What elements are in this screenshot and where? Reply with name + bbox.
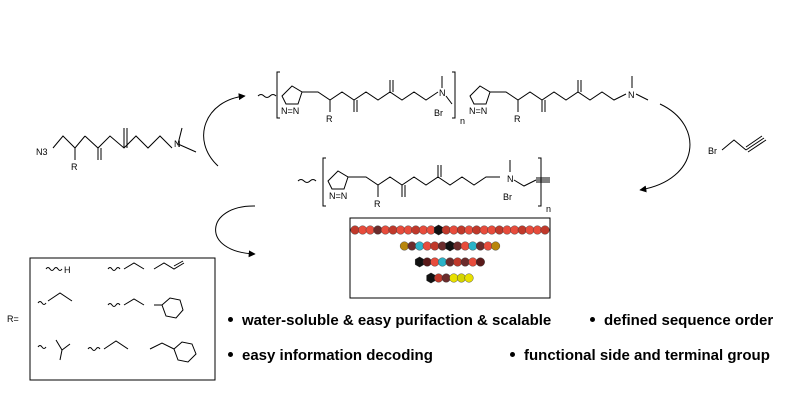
- arrow-start-to-top: [203, 93, 246, 167]
- label-r-equals: R=: [7, 314, 19, 324]
- label-r-start: R: [71, 162, 78, 172]
- sequence-bead: [502, 225, 512, 235]
- label-triazole-top-2: N=N: [469, 106, 487, 116]
- label-n-mid: n: [546, 204, 551, 214]
- bullet-water-soluble: water-soluble & easy purifaction & scala…: [228, 312, 551, 329]
- sequence-bead: [407, 241, 417, 251]
- starting-monomer-structure: [52, 127, 197, 160]
- bullet-dot: [510, 351, 515, 357]
- label-n-top-end: N: [628, 90, 635, 100]
- sequence-bead: [453, 241, 463, 251]
- label-n3: N3: [36, 147, 48, 157]
- sequence-bead: [430, 241, 440, 251]
- sequence-bead: [373, 225, 383, 235]
- label-br-top: Br: [434, 108, 443, 118]
- sequence-bead: [350, 225, 360, 235]
- label-r-top-1: R: [326, 114, 333, 124]
- label-n-top-amine: N: [439, 88, 446, 98]
- sequence-bead: [453, 257, 463, 267]
- sequence-bead: [434, 224, 444, 236]
- sequence-bead: [468, 241, 478, 251]
- sequence-bead: [441, 273, 451, 283]
- sequence-bead: [456, 225, 466, 235]
- bullet-text: functional side and terminal group: [524, 347, 770, 364]
- sequence-bead: [540, 225, 550, 235]
- sequence-bead: [479, 225, 489, 235]
- sequence-bead: [464, 225, 474, 235]
- bullet-defined-sequence: defined sequence order: [590, 312, 773, 329]
- sequence-bead: [445, 240, 455, 252]
- sequence-bead: [415, 241, 425, 251]
- arrow-cycle-return: [215, 205, 256, 258]
- label-n-start: N: [174, 139, 181, 149]
- sequence-bead: [517, 225, 527, 235]
- bullet-text: water-soluble & easy purifaction & scala…: [242, 312, 552, 329]
- bullet-functional-groups: functional side and terminal group: [510, 347, 770, 364]
- label-triazole-mid: N=N: [329, 191, 347, 201]
- sequence-bead: [491, 241, 501, 251]
- bullet-dot: [590, 316, 595, 322]
- sequence-bead: [510, 225, 520, 235]
- label-r-mid: R: [374, 199, 381, 209]
- sequence-bead: [456, 273, 466, 283]
- sequence-bead: [415, 256, 425, 268]
- sequence-bead: [380, 225, 390, 235]
- label-n-top: n: [460, 116, 465, 126]
- sequence-bead: [426, 272, 436, 284]
- sequence-bead: [460, 257, 470, 267]
- sequence-bead: [487, 225, 497, 235]
- sequence-bead: [445, 257, 455, 267]
- sequence-bead: [437, 257, 447, 267]
- sequence-bead: [434, 273, 444, 283]
- sequence-bead: [422, 241, 432, 251]
- arrow-top-to-middle: [639, 103, 691, 193]
- bullet-dot: [228, 316, 233, 322]
- sequence-bead: [475, 241, 485, 251]
- sequence-bead: [396, 225, 406, 235]
- label-br-mid: Br: [503, 192, 512, 202]
- label-h-substituent: H: [64, 265, 71, 275]
- label-r-top-2: R: [514, 114, 521, 124]
- sequence-bead: [441, 225, 451, 235]
- sequence-bead: [468, 257, 478, 267]
- sequence-bead: [464, 273, 474, 283]
- sequence-bead: [430, 257, 440, 267]
- sequence-bead: [365, 225, 375, 235]
- propargyl-bromide-structure: [721, 135, 767, 153]
- sequence-bead: [422, 257, 432, 267]
- middle-polymer-structure: [297, 157, 550, 207]
- sequence-bead: [358, 225, 368, 235]
- sequence-bead: [449, 273, 459, 283]
- sequence-bead: [449, 225, 459, 235]
- sequence-bead: [483, 241, 493, 251]
- sequence-bead: [475, 257, 485, 267]
- sequence-bead: [388, 225, 398, 235]
- bullet-text: defined sequence order: [604, 312, 774, 329]
- bullet-easy-decoding: easy information decoding: [228, 347, 433, 364]
- label-triazole-top-1: N=N: [281, 106, 299, 116]
- sequence-bead: [411, 225, 421, 235]
- sequence-bead: [494, 225, 504, 235]
- label-reagent-br: Br: [708, 146, 717, 156]
- sequence-bead: [399, 241, 409, 251]
- sequence-bead: [525, 225, 535, 235]
- bullet-text: easy information decoding: [242, 347, 433, 364]
- top-polymer-structure: [257, 71, 649, 119]
- bead-layer: [350, 224, 550, 284]
- r-group-box: [29, 257, 216, 381]
- sequence-bead: [532, 225, 542, 235]
- label-n-mid-amine: N: [507, 174, 514, 184]
- sequence-bead: [403, 225, 413, 235]
- sequence-beads-panel: [349, 217, 551, 299]
- sequence-bead: [472, 225, 482, 235]
- sequence-bead: [418, 225, 428, 235]
- sequence-bead: [460, 241, 470, 251]
- bullet-dot: [228, 351, 233, 357]
